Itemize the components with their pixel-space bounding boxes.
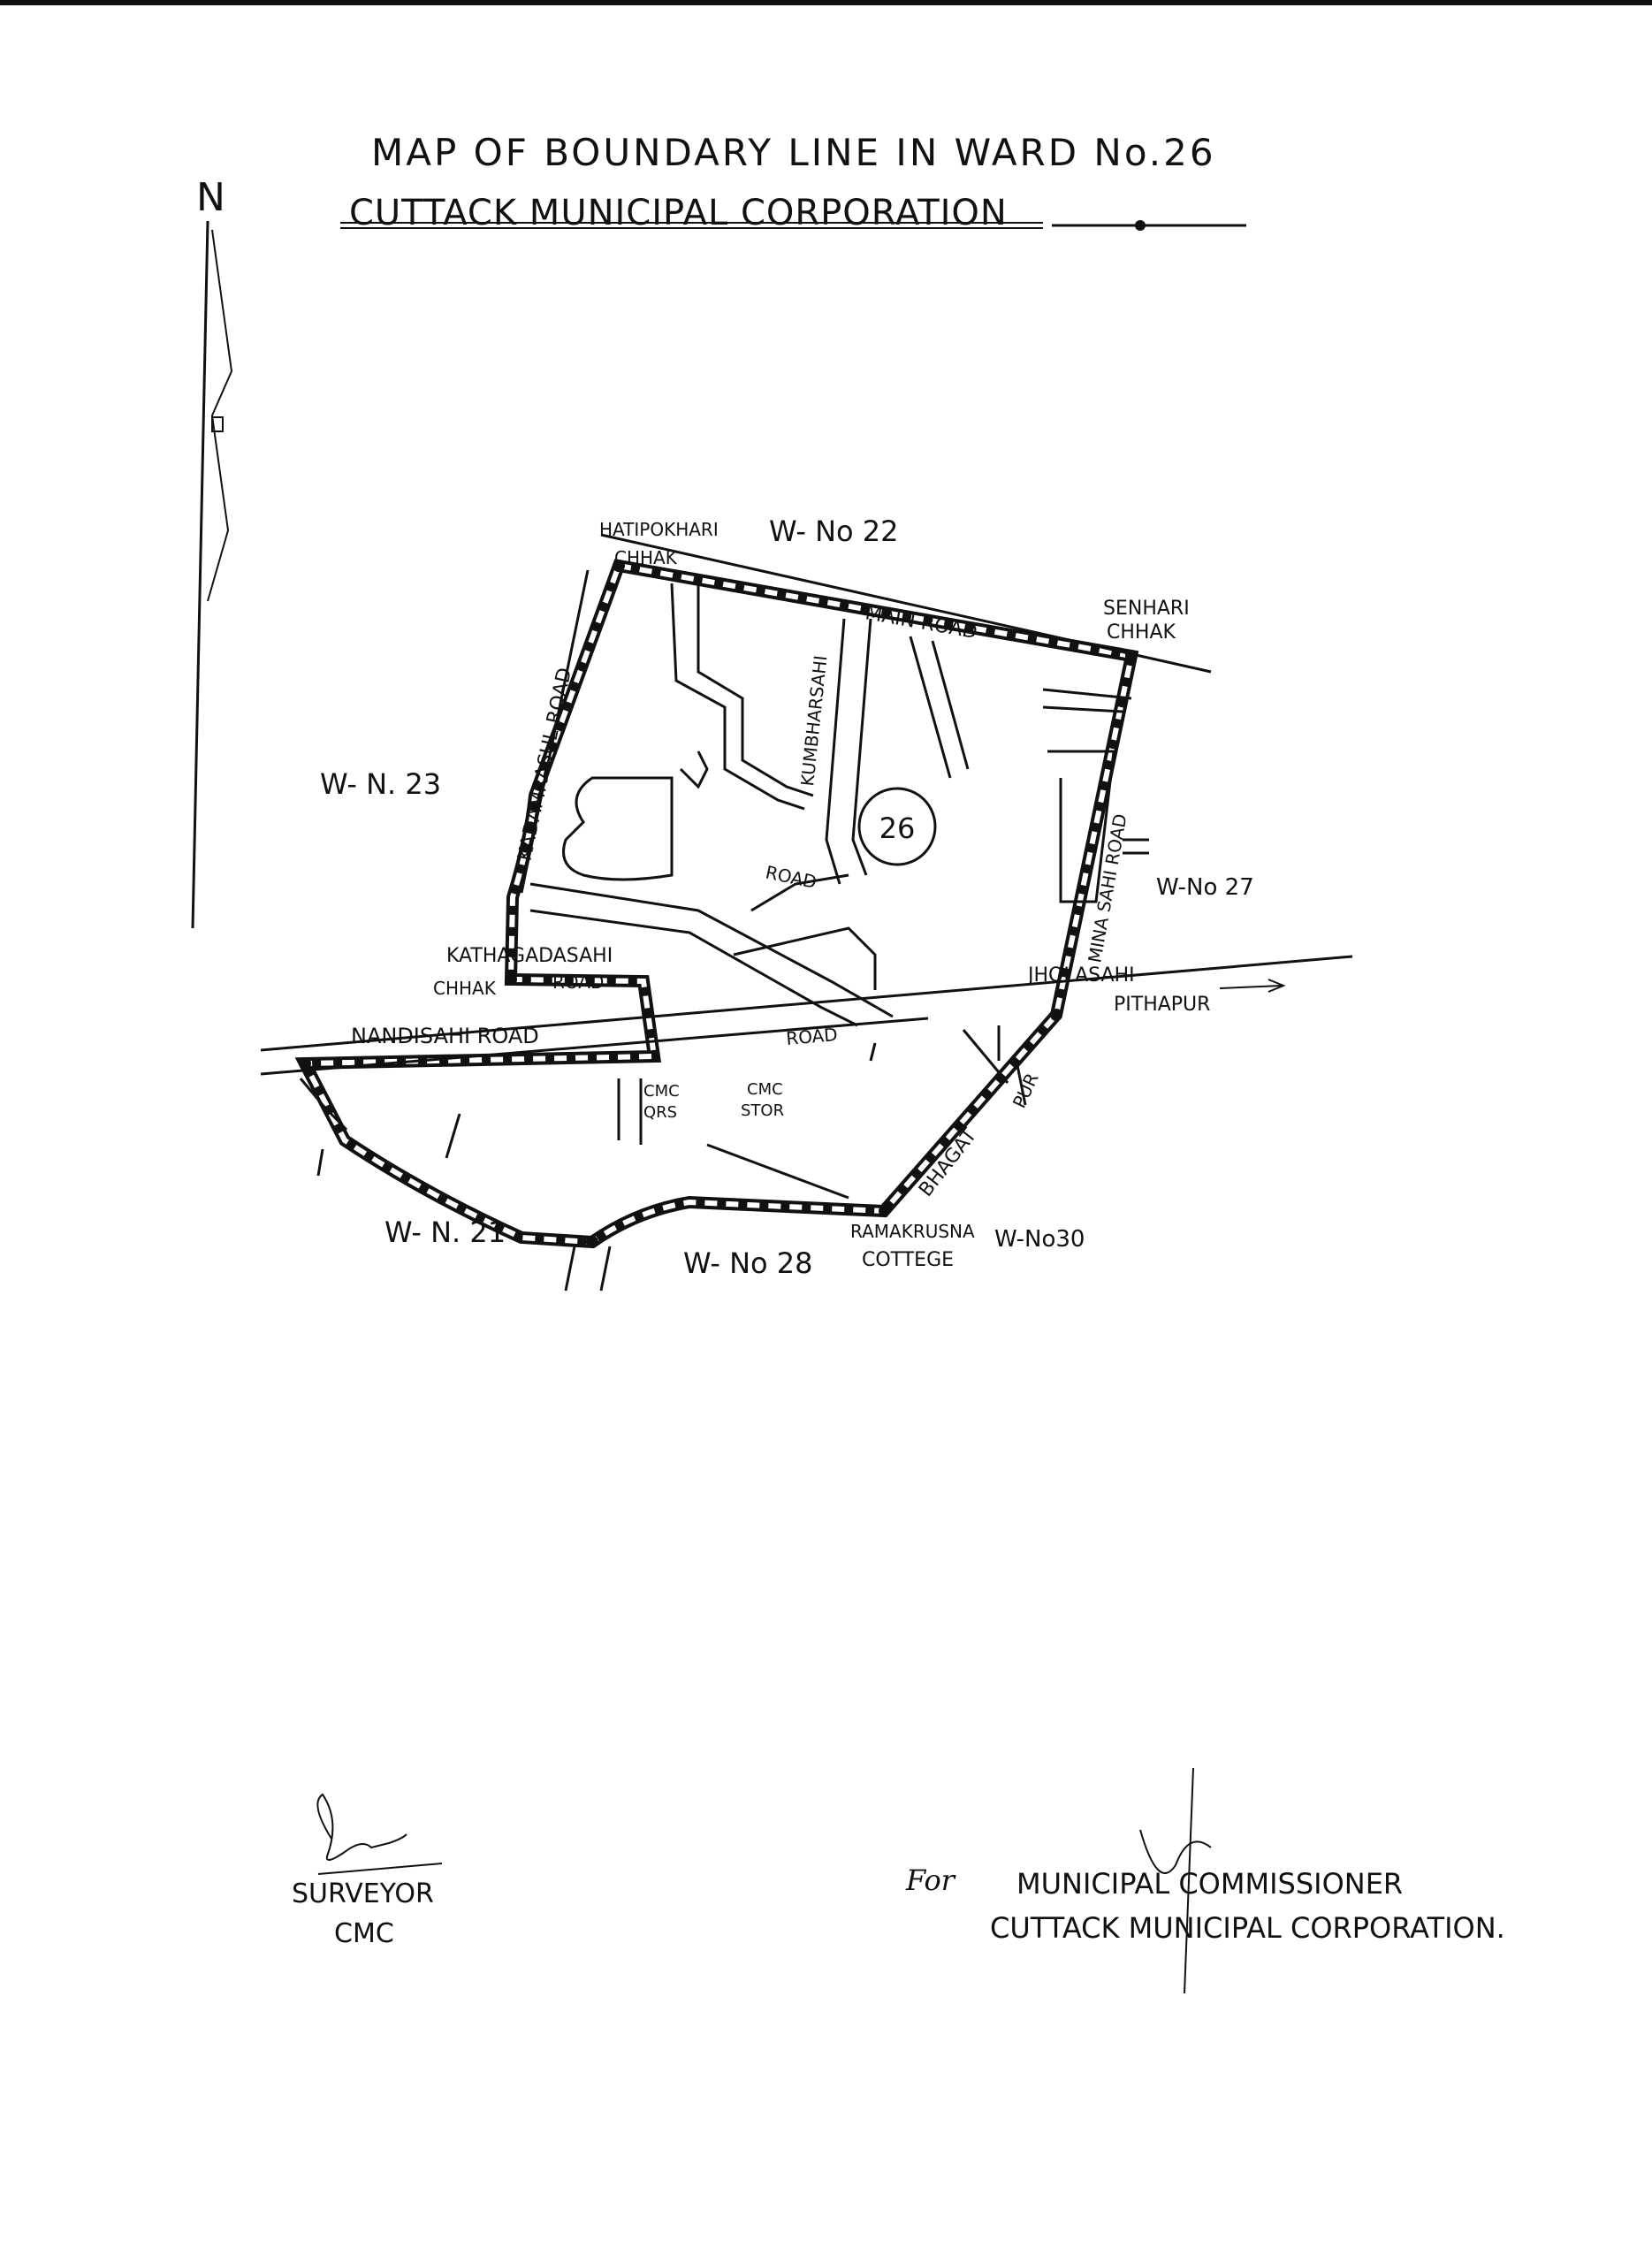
label-bhagatpur-2: PUR — [1009, 1070, 1043, 1111]
label-kathagadasahi: KATHAGADASAHI — [446, 945, 613, 967]
label-road-bottom: ROAD — [785, 1024, 838, 1049]
ward-label-23: W- N. 23 — [320, 767, 441, 801]
ward-number-circle — [857, 787, 937, 866]
ward-number: 26 — [879, 811, 916, 845]
label-cottege: COTTEGE — [862, 1249, 954, 1271]
label-chhak-left: CHHAK — [433, 978, 497, 999]
title-dash-dot — [1135, 220, 1146, 231]
ward-label-22: W- No 22 — [769, 514, 898, 548]
label-main-road: MAIN ROAD — [864, 602, 979, 644]
map-title: MAP OF BOUNDARY LINE IN WARD No.26 — [371, 131, 1216, 174]
label-cmc-stor-2: STOR — [741, 1101, 784, 1120]
label-kadamrasul-road: KADAMRASUL ROAD — [514, 666, 576, 863]
boundary-corner-markers — [299, 560, 1138, 1248]
label-kumbharsahi: KUMBHARSAHI — [796, 654, 831, 787]
label-senhari: SENHARI — [1103, 598, 1190, 620]
label-pithapur: PITHAPUR — [1114, 994, 1210, 1016]
label-cmc-qrs-2: QRS — [643, 1103, 677, 1122]
ward-label-21: W- N. 21 — [384, 1215, 506, 1249]
ward-boundary — [294, 559, 1139, 1249]
label-ramakrusna: RAMAKRUSNA — [850, 1221, 975, 1242]
ward-label-28: W- No 28 — [683, 1246, 812, 1280]
label-cmc-stor-1: CMC — [747, 1080, 783, 1099]
commissioner-prefix: For — [906, 1863, 955, 1897]
label-cmc-qrs-1: CMC — [643, 1082, 680, 1101]
map-subtitle: CUTTACK MUNICIPAL CORPORATION — [349, 193, 1008, 233]
top-edge-border — [0, 0, 1652, 5]
commissioner-org: CUTTACK MUNICIPAL CORPORATION. — [990, 1911, 1505, 1945]
pithapur-arrow — [1219, 985, 1283, 989]
surveyor-title: SURVEYOR — [292, 1878, 434, 1909]
north-arrow — [191, 220, 233, 929]
surveyor-org: CMC — [334, 1918, 394, 1949]
surveyor-signature — [316, 1793, 443, 1875]
road-network — [260, 533, 1353, 1292]
pithapur-arrow-head — [1268, 979, 1286, 993]
label-jholasahi: JHOLASAHI — [1026, 964, 1135, 987]
north-label: N — [196, 175, 225, 220]
label-hatipokhari: HATIPOKHARI — [599, 519, 719, 540]
commissioner-signature — [1139, 1767, 1212, 1994]
label-chhak-right: CHHAK — [1107, 621, 1176, 644]
ward-label-27: W-No 27 — [1156, 874, 1254, 901]
label-nandisahi-road: NANDISAHI ROAD — [351, 1024, 539, 1048]
label-road-left: ROAD — [552, 971, 604, 993]
label-chhak-top: CHHAK — [614, 547, 678, 568]
ward-label-30: W-No30 — [994, 1226, 1085, 1253]
commissioner-title: MUNICIPAL COMMISSIONER — [1016, 1867, 1404, 1901]
